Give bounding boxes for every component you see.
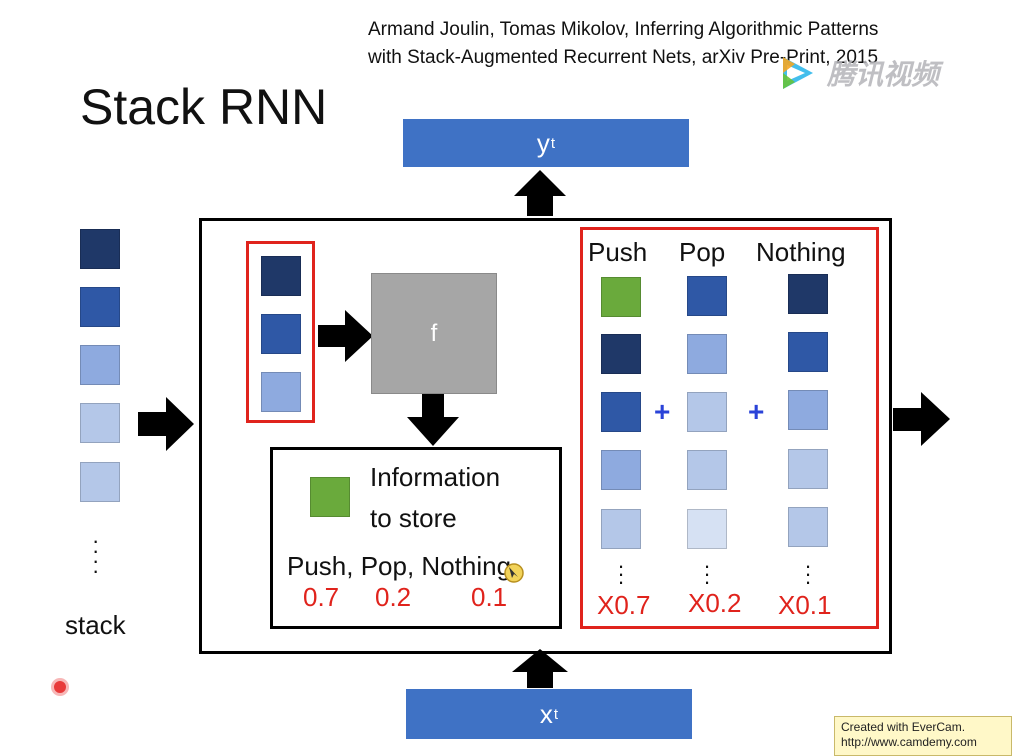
info-prob-push: 0.7 [303, 582, 340, 612]
f-label: f [430, 319, 438, 347]
citation: Armand Joulin, Tomas Mikolov, Inferring … [368, 16, 1008, 72]
video-watermark: 腾讯视频 [775, 48, 985, 98]
multiplier-pop: X0.2 [688, 588, 742, 618]
ops-header-nothing: Nothing [756, 237, 846, 267]
arrow-right-to-f [318, 310, 373, 362]
stack-top-red-box [246, 241, 315, 423]
citation-line-2: with Stack-Augmented Recurrent Nets, arX… [368, 47, 879, 68]
ops-header-push: Push [588, 237, 648, 267]
info-prob-nothing: 0.1 [471, 582, 508, 612]
stack-cell-2 [80, 287, 120, 327]
plus-sign-1: + [654, 396, 671, 427]
read-cell-1 [261, 256, 301, 296]
pop-cell-5 [687, 509, 727, 549]
input-label: x [539, 698, 553, 729]
watermark-text: 腾讯视频 [827, 59, 940, 90]
output-superscript: t [550, 134, 556, 152]
nothing-cell-4 [788, 449, 828, 489]
stack-ellipsis: ···· [92, 528, 100, 583]
pop-ellipsis: ··· [703, 553, 711, 594]
evercam-line-2: http://www.camdemy.com [841, 735, 977, 749]
nothing-cell-2 [788, 332, 828, 372]
stack-cell-5 [80, 462, 120, 502]
function-f-box: f [371, 273, 497, 394]
evercam-badge: Created with EverCam. http://www.camdemy… [834, 716, 1012, 756]
plus-sign-2: + [748, 396, 765, 427]
info-line-1: Information [370, 462, 501, 492]
arrow-up-to-output [514, 170, 566, 216]
push-cell-1 [601, 277, 641, 317]
nothing-ellipsis: ··· [804, 553, 812, 594]
info-green-cell [310, 477, 350, 517]
multiplier-nothing: X0.1 [778, 590, 832, 620]
push-cell-4 [601, 450, 641, 490]
info-actions: Push, Pop, Nothing [287, 551, 512, 581]
arrow-right-out [893, 392, 950, 446]
pop-cell-4 [687, 450, 727, 490]
citation-line-1: Armand Joulin, Tomas Mikolov, Inferring … [368, 19, 879, 40]
play-logo-icon [783, 57, 813, 89]
ops-red-box [580, 227, 879, 629]
mouse-pointer-icon [504, 563, 524, 583]
read-cell-3 [261, 372, 301, 412]
arrow-down-to-info [407, 393, 459, 446]
info-box [270, 447, 562, 629]
info-line-2: to store [370, 503, 457, 533]
pointer-dot-icon [51, 678, 69, 696]
stack-label: stack [65, 610, 126, 640]
slide-title: Stack RNN [80, 79, 328, 135]
stack-cell-1 [80, 229, 120, 269]
input-superscript: t [553, 705, 559, 723]
nothing-cell-1 [788, 274, 828, 314]
stack-cell-4 [80, 403, 120, 443]
pop-cell-3 [687, 392, 727, 432]
pop-cell-1 [687, 276, 727, 316]
nothing-cell-5 [788, 507, 828, 547]
arrow-right-stack-to-box [138, 397, 194, 451]
ops-header-pop: Pop [679, 237, 726, 267]
arrow-up-from-input [512, 649, 568, 688]
nothing-cell-3 [788, 390, 828, 430]
push-ellipsis: ··· [617, 553, 625, 594]
push-cell-5 [601, 509, 641, 549]
stack-cell-3 [80, 345, 120, 385]
push-cell-2 [601, 334, 641, 374]
read-cell-2 [261, 314, 301, 354]
rnn-cell-box [199, 218, 892, 654]
multiplier-push: X0.7 [597, 590, 651, 620]
evercam-line-1: Created with EverCam. [841, 720, 966, 734]
output-label: y [536, 127, 550, 158]
info-prob-pop: 0.2 [375, 582, 412, 612]
push-cell-3 [601, 392, 641, 432]
pop-cell-2 [687, 334, 727, 374]
